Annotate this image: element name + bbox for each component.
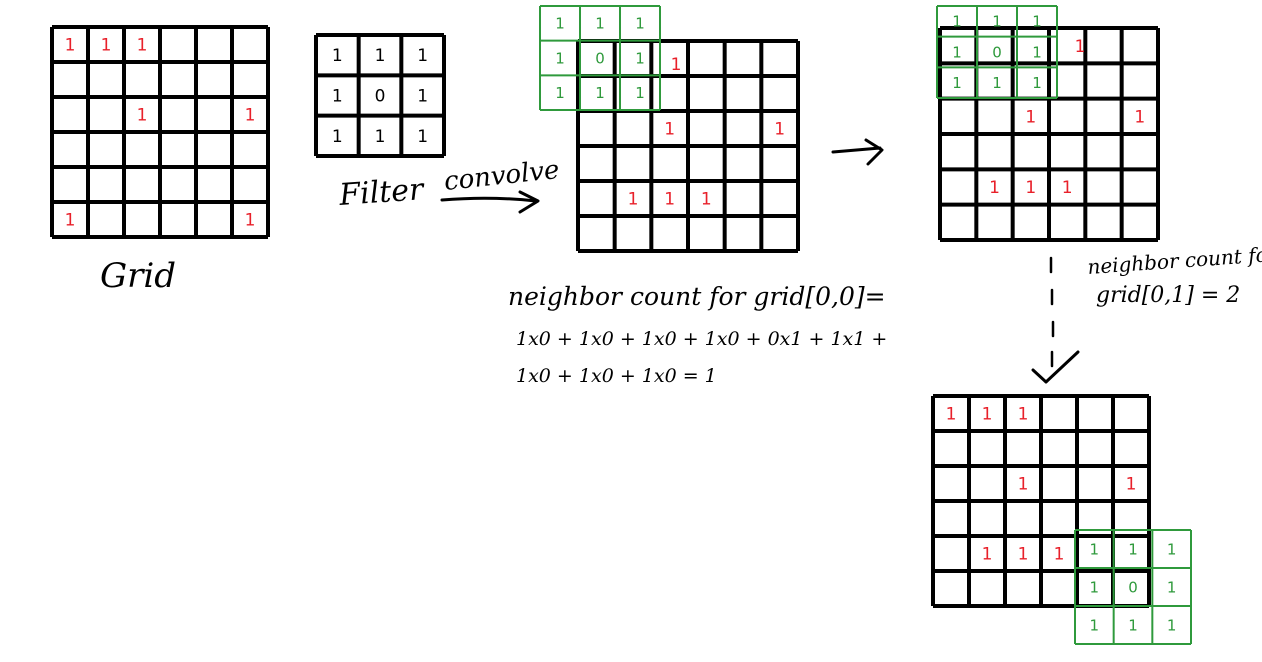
convolve-label: convolve xyxy=(443,155,561,197)
filter-grid-cell-value: 1 xyxy=(332,86,343,106)
neighbor-count-line-2: 1x0 + 1x0 + 1x0 + 1x0 + 0x1 + 1x1 + xyxy=(516,328,887,350)
step1-filter-overlay-cell-value: 1 xyxy=(555,49,565,67)
grid-label: Grid xyxy=(100,256,176,296)
down-arrow-dash xyxy=(1049,256,1055,368)
step3-grid-cell-value: 1 xyxy=(1018,404,1029,424)
step3-filter-overlay-cell-value: 1 xyxy=(1128,540,1138,558)
filter-grid-cell-value: 1 xyxy=(417,86,428,106)
step1-filter-overlay: 1 1 1 1 0 1 1 1 1 xyxy=(539,5,661,111)
step1-filter-overlay-cell-value: 1 xyxy=(635,84,645,102)
input-grid-cell-value: 1 xyxy=(65,35,76,55)
neighbor-count-line-1: neighbor count for grid[0,0]= xyxy=(508,282,886,311)
input-grid-cell-value: 1 xyxy=(137,35,148,55)
filter-grid-cell-value: 1 xyxy=(417,46,428,66)
step3-filter-overlay-cell-value: 1 xyxy=(1167,540,1177,558)
filter-grid-cell-value: 1 xyxy=(332,127,343,147)
filter-grid: 1 1 1 1 0 1 1 1 1 xyxy=(314,33,446,158)
step2-filter-overlay-cell-value: 1 xyxy=(1032,74,1042,92)
step1-grid-cell-value: 1 xyxy=(664,119,675,139)
step2-filter-overlay-cell-value: 1 xyxy=(992,13,1002,31)
step2-filter-overlay-cell-value: 1 xyxy=(1032,43,1042,61)
step3-filter-overlay-cell-value: 0 xyxy=(1128,578,1138,596)
step3-grid: 1 1 1 1 1 1 1 1 xyxy=(931,394,1151,608)
step2-grid-cell-value: 1 xyxy=(1025,107,1036,127)
step2-filter-overlay-cell-value: 1 xyxy=(1032,13,1042,31)
step3-filter-overlay-cell-value: 1 xyxy=(1167,616,1177,634)
step1-grid-cell-value: 1 xyxy=(664,189,675,209)
filter-grid-cell-value: 1 xyxy=(375,46,386,66)
step2-grid-cell-value: 1 xyxy=(1134,107,1145,127)
step2-grid-cell-value: 1 xyxy=(1062,178,1073,198)
step1-filter-overlay-cell-value: 1 xyxy=(595,15,605,33)
step1-grid-cell-value: 1 xyxy=(671,55,682,75)
step3-grid-cell-value: 1 xyxy=(1054,544,1065,564)
step2-filter-overlay-cell-value: 1 xyxy=(992,74,1002,92)
step1-grid-cell-value: 1 xyxy=(628,189,639,209)
step3-grid-cell-value: 1 xyxy=(1126,474,1137,494)
step1-filter-overlay-cell-value: 1 xyxy=(595,84,605,102)
step1-filter-overlay-cell-value: 1 xyxy=(555,84,565,102)
step3-filter-overlay-cell-value: 1 xyxy=(1167,578,1177,596)
input-grid-cell-value: 1 xyxy=(245,210,256,230)
step3-filter-overlay-cell-value: 1 xyxy=(1090,540,1100,558)
step3-grid-cell-value: 1 xyxy=(1018,544,1029,564)
step1-filter-overlay-cell-value: 1 xyxy=(635,15,645,33)
right-arrow xyxy=(831,138,884,166)
neighbor-count-2-line-2: grid[0,1] = 2 xyxy=(1096,283,1240,308)
step3-grid-cell-value: 1 xyxy=(982,404,993,424)
filter-grid-cell-value: 0 xyxy=(375,86,386,106)
neighbor-count-line-3: 1x0 + 1x0 + 1x0 = 1 xyxy=(516,365,717,387)
step3-filter-overlay-cell-value: 1 xyxy=(1090,616,1100,634)
filter-grid-cell-value: 1 xyxy=(332,46,343,66)
step3-grid-cell-value: 1 xyxy=(982,544,993,564)
step3-grid-cell-value: 1 xyxy=(1018,474,1029,494)
step1-filter-overlay-cell-value: 0 xyxy=(595,49,605,67)
filter-grid-cell-value: 1 xyxy=(375,127,386,147)
filter-grid-cell-value: 1 xyxy=(417,127,428,147)
step3-grid-cell-value: 1 xyxy=(946,404,957,424)
step1-grid: 1 1 1 1 1 xyxy=(576,39,800,253)
neighbor-count-2-line-1: neighbor count for xyxy=(1087,242,1262,279)
input-grid-cell-value: 1 xyxy=(137,105,148,125)
input-grid-cell-value: 1 xyxy=(65,210,76,230)
step2-filter-overlay-cell-value: 0 xyxy=(992,43,1002,61)
input-grid-cell-value: 1 xyxy=(101,35,112,55)
step2-filter-overlay-cell-value: 1 xyxy=(952,74,962,92)
filter-label: Filter xyxy=(337,172,426,213)
step3-filter-overlay: 1 1 1 1 0 1 1 1 1 xyxy=(1074,529,1192,645)
input-grid-cell-value: 1 xyxy=(245,105,256,125)
step2-filter-overlay: 1 1 1 1 0 1 1 1 1 xyxy=(936,5,1058,99)
down-arrow-head xyxy=(1031,350,1080,384)
step2-filter-overlay-cell-value: 1 xyxy=(952,13,962,31)
step2-grid-cell-value: 1 xyxy=(1025,178,1036,198)
step2-grid: 1 1 1 1 1 xyxy=(938,26,1160,242)
step1-grid-cell-value: 1 xyxy=(774,119,785,139)
step3-filter-overlay-cell-value: 1 xyxy=(1090,578,1100,596)
input-grid: 1 1 1 1 1 1 1 xyxy=(50,25,270,239)
step2-filter-overlay-cell-value: 1 xyxy=(952,43,962,61)
step2-grid-cell-value: 1 xyxy=(1075,37,1086,57)
step3-filter-overlay-cell-value: 1 xyxy=(1128,616,1138,634)
convolve-arrow xyxy=(440,190,540,214)
step1-filter-overlay-cell-value: 1 xyxy=(635,49,645,67)
step1-filter-overlay-cell-value: 1 xyxy=(555,15,565,33)
step1-grid-cell-value: 1 xyxy=(701,189,712,209)
step2-grid-cell-value: 1 xyxy=(989,178,1000,198)
